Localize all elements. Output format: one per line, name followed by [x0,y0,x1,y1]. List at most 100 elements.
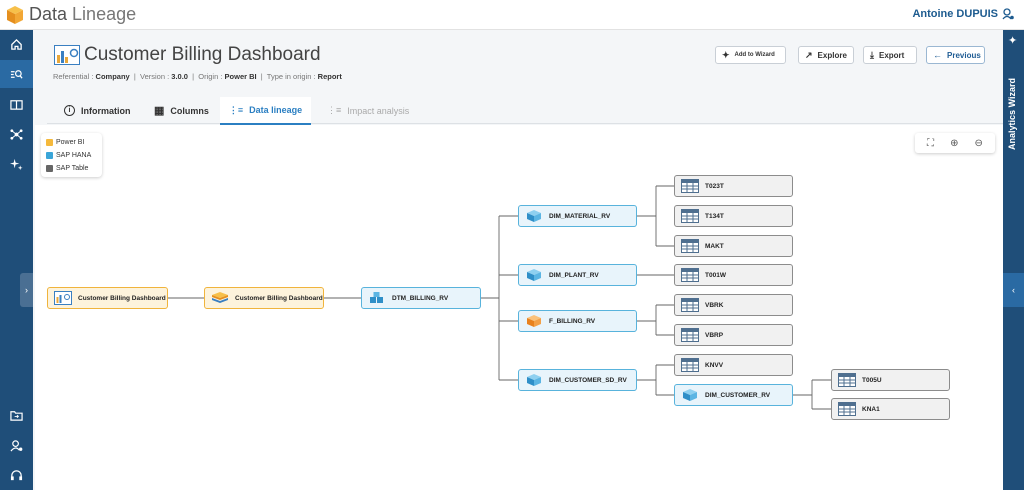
support-nav-button[interactable] [0,461,33,489]
zoom-out-icon[interactable]: ⊖ [974,137,983,149]
admin-nav-button[interactable] [0,431,33,459]
network-icon [10,128,23,140]
table-icon [681,358,699,372]
previous-button[interactable]: ← Previous [926,46,985,64]
user-gear-icon [10,439,23,451]
explore-label: Explore [817,50,847,60]
expand-left-button[interactable]: › [20,273,33,307]
table-icon [681,239,699,253]
report-icon [54,291,72,305]
lineage-node-table-t023t[interactable]: T023T [674,175,793,197]
sparkle-icon [10,158,23,170]
node-label: T005U [862,376,882,384]
node-label: T001W [705,271,726,279]
lineage-node-dim-plant[interactable]: DIM_PLANT_RV [518,264,637,286]
dataset-layers-icon [212,292,228,303]
lineage-node-dim-material[interactable]: DIM_MATERIAL_RV [518,205,637,227]
cube-icon [527,315,541,327]
sparkle-nav-button[interactable] [0,150,33,178]
lineage-node-table-t001w[interactable]: T001W [674,264,793,286]
search-nav-button[interactable] [0,60,33,88]
tab-impact-analysis-label: Impact analysis [347,105,410,116]
lineage-node-f-billing[interactable]: F_BILLING_RV [518,310,637,332]
cube-icon [683,389,697,401]
node-label: KNA1 [862,405,880,413]
lineage-node-table-vbrk[interactable]: VBRK [674,294,793,316]
app-title: Data Lineage [29,4,136,25]
lineage-node-table-t005u[interactable]: T005U [831,369,950,391]
search-list-icon [10,69,23,79]
tab-information-label: Information [81,105,131,116]
lineage-node-table-kna1[interactable]: KNA1 [831,398,950,420]
explore-button[interactable]: ↗ Explore [798,46,854,64]
tab-impact-analysis[interactable]: ⋮≡ Impact analysis [327,97,409,124]
legend-swatch [46,165,53,172]
lineage-node-report[interactable]: Customer Billing Dashboard [47,287,168,309]
node-label: F_BILLING_RV [549,317,596,325]
table-grid-icon: ▦ [154,105,165,117]
lineage-node-table-makt[interactable]: MAKT [674,235,793,257]
tab-information[interactable]: i Information [64,97,131,124]
export-button[interactable]: ⤓ Export [863,46,917,64]
lineage-node-dataset[interactable]: Customer Billing Dashboard [204,287,324,309]
legend-label: SAP Table [56,165,89,172]
table-icon [681,328,699,342]
catalog-nav-button[interactable] [0,90,33,118]
report-icon [54,45,80,65]
download-icon: ⤓ [870,49,874,60]
analytics-wizard-label: Analytics Wizard [1007,78,1017,150]
lineage-canvas[interactable] [35,125,1003,490]
page-title: Customer Billing Dashboard [84,44,321,65]
node-label: VBRK [705,301,724,309]
legend-label: SAP HANA [56,152,92,159]
export-label: Export [878,50,905,60]
legend: Power BI SAP HANA SAP Table [41,133,102,177]
left-nav: › [0,30,33,490]
folder-nav-button[interactable] [0,401,33,429]
cube-icon [527,210,541,222]
legend-item-power-bi: Power BI [46,136,97,149]
tab-bar: i Information ▦ Columns ⋮≡ Data lineage … [47,97,1003,125]
app-logo-icon [7,6,23,24]
fit-view-icon[interactable]: ⛶ [927,137,935,149]
legend-swatch [46,139,53,146]
lineage-node-table-knvv[interactable]: KNVV [674,354,793,376]
app-title-main: Data [29,4,68,24]
book-icon [10,99,23,110]
lineage-node-dim-customer-sd[interactable]: DIM_CUSTOMER_SD_RV [518,369,637,391]
sparkle-icon: ✦ [722,49,730,60]
cube-icon [527,374,541,386]
lineage-node-table-t134t[interactable]: T134T [674,205,793,227]
referential-label: Referential : [53,72,94,81]
expand-right-button[interactable]: ‹ [1003,273,1024,307]
origin-label: Origin : [198,72,223,81]
table-icon [681,268,699,282]
network-nav-button[interactable] [0,120,33,148]
analytics-wizard-rail[interactable]: ✦ Analytics Wizard ‹ [1003,30,1024,490]
lineage-node-table-vbrp[interactable]: VBRP [674,324,793,346]
chevron-left-icon: ‹ [1012,285,1015,295]
tab-columns[interactable]: ▦ Columns [154,97,209,124]
table-icon [838,402,856,416]
folder-icon [10,410,23,421]
origin-value: Power BI [224,72,257,81]
version-value: 3.0.0 [171,72,188,81]
add-to-wizard-button[interactable]: ✦ Add to Wizard [715,46,786,64]
headset-icon [10,469,23,480]
user-settings-icon[interactable] [1002,8,1014,20]
node-label: T023T [705,182,724,190]
user-name[interactable]: Antoine DUPUIS [912,8,998,20]
top-bar: Data Lineage Antoine DUPUIS [0,0,1024,30]
previous-label: Previous [947,50,981,60]
lineage-node-dtm-billing[interactable]: DTM_BILLING_RV [361,287,481,309]
lineage-node-dim-customer[interactable]: DIM_CUSTOMER_RV [674,384,793,406]
sparkle-icon: ✦ [1008,35,1018,47]
tab-columns-label: Columns [170,105,209,116]
node-label: DTM_BILLING_RV [392,294,449,302]
tab-data-lineage[interactable]: ⋮≡ Data lineage [220,97,311,125]
legend-item-sap-hana: SAP HANA [46,149,97,162]
zoom-in-icon[interactable]: ⊕ [950,137,959,149]
home-nav-button[interactable] [0,30,33,58]
node-label: Customer Billing Dashboard [235,294,323,302]
legend-item-sap-table: SAP Table [46,162,97,175]
